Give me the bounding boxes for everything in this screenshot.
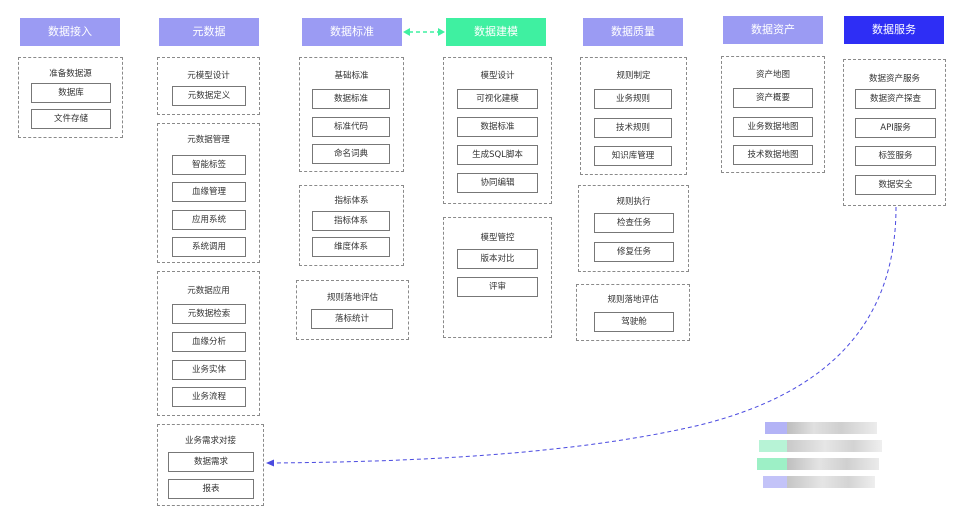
item-smart-tag[interactable]: 智能标签 xyxy=(172,155,246,175)
header-data-standard[interactable]: 数据标准 xyxy=(302,18,402,46)
item-data-asset-exploration[interactable]: 数据资产探查 xyxy=(855,89,936,109)
group-title: 规则落地评估 xyxy=(607,295,659,305)
item-business-entity[interactable]: 业务实体 xyxy=(172,360,246,380)
header-metadata[interactable]: 元数据 xyxy=(159,18,259,46)
item-dimension-system[interactable]: 维度体系 xyxy=(312,237,390,257)
item-cockpit[interactable]: 驾驶舱 xyxy=(594,312,674,332)
service-to-requirement-connector xyxy=(266,206,897,467)
item-metadata-search[interactable]: 元数据检索 xyxy=(172,304,246,324)
item-technical-rule[interactable]: 技术规则 xyxy=(594,118,672,138)
item-asset-overview[interactable]: 资产概要 xyxy=(733,88,813,108)
standard-modeling-connector xyxy=(403,28,445,36)
group-model-design: 模型设计 可视化建模 数据标准 生成SQL脚本 协同编辑 xyxy=(443,57,552,204)
item-naming-dictionary[interactable]: 命名词典 xyxy=(312,144,390,164)
item-tag-service[interactable]: 标签服务 xyxy=(855,146,936,166)
group-title: 规则落地评估 xyxy=(326,293,378,303)
group-metadata-application: 元数据应用 元数据检索 血缘分析 业务实体 业务流程 xyxy=(157,271,260,416)
group-rule-execution: 规则执行 检查任务 修复任务 xyxy=(578,185,689,272)
item-database[interactable]: 数据库 xyxy=(31,83,111,103)
group-title: 元数据应用 xyxy=(187,286,230,296)
item-application-system[interactable]: 应用系统 xyxy=(172,210,246,230)
group-title: 准备数据源 xyxy=(49,69,92,79)
group-data-asset-service: 数据资产服务 数据资产探查 API服务 标签服务 数据安全 xyxy=(843,59,946,206)
item-lineage-management[interactable]: 血缘管理 xyxy=(172,182,246,202)
group-title: 元模型设计 xyxy=(187,71,230,81)
group-rule-formulation: 规则制定 业务规则 技术规则 知识库管理 xyxy=(580,57,687,175)
item-system-call[interactable]: 系统调用 xyxy=(172,237,246,257)
group-metadata-management: 元数据管理 智能标签 血缘管理 应用系统 系统调用 xyxy=(157,123,260,263)
group-business-requirement: 业务需求对接 数据需求 报表 xyxy=(157,424,264,506)
header-data-modeling[interactable]: 数据建模 xyxy=(446,18,546,46)
item-check-task[interactable]: 检查任务 xyxy=(594,213,674,233)
group-title: 规则执行 xyxy=(616,197,651,207)
group-title: 资产地图 xyxy=(755,70,790,80)
blurred-logo xyxy=(757,414,882,494)
item-file-storage[interactable]: 文件存储 xyxy=(31,109,111,129)
item-business-rule[interactable]: 业务规则 xyxy=(594,89,672,109)
group-quality-rule-evaluation: 规则落地评估 驾驶舱 xyxy=(576,284,690,341)
group-indicator-system: 指标体系 指标体系 维度体系 xyxy=(299,185,404,266)
group-basic-standard: 基础标准 数据标准 标准代码 命名词典 xyxy=(299,57,404,172)
item-standard-statistics[interactable]: 落标统计 xyxy=(311,309,393,329)
item-lineage-analysis[interactable]: 血缘分析 xyxy=(172,332,246,352)
item-generate-sql-script[interactable]: 生成SQL脚本 xyxy=(457,145,538,165)
item-repair-task[interactable]: 修复任务 xyxy=(594,242,674,262)
item-business-process[interactable]: 业务流程 xyxy=(172,387,246,407)
group-meta-model-design: 元模型设计 元数据定义 xyxy=(157,57,260,115)
group-title: 模型管控 xyxy=(480,233,515,243)
header-data-service[interactable]: 数据服务 xyxy=(844,16,944,44)
group-model-control: 模型管控 版本对比 评审 xyxy=(443,217,552,338)
item-review[interactable]: 评审 xyxy=(457,277,538,297)
group-title: 元数据管理 xyxy=(187,135,230,145)
group-title: 指标体系 xyxy=(334,196,369,206)
item-indicator-system[interactable]: 指标体系 xyxy=(312,211,390,231)
group-title: 基础标准 xyxy=(334,71,369,81)
item-visual-modeling[interactable]: 可视化建模 xyxy=(457,89,538,109)
group-title: 数据资产服务 xyxy=(868,74,920,84)
item-data-security[interactable]: 数据安全 xyxy=(855,175,936,195)
header-data-quality[interactable]: 数据质量 xyxy=(583,18,683,46)
item-version-compare[interactable]: 版本对比 xyxy=(457,249,538,269)
group-rule-evaluation: 规则落地评估 落标统计 xyxy=(296,280,409,340)
group-prepare-datasource: 准备数据源 数据库 文件存储 xyxy=(18,57,123,138)
item-data-requirement[interactable]: 数据需求 xyxy=(168,452,254,472)
item-modeling-data-standard[interactable]: 数据标准 xyxy=(457,117,538,137)
item-knowledge-base[interactable]: 知识库管理 xyxy=(594,146,672,166)
item-collaborative-editing[interactable]: 协同编辑 xyxy=(457,173,538,193)
item-report[interactable]: 报表 xyxy=(168,479,254,499)
item-data-standard[interactable]: 数据标准 xyxy=(312,89,390,109)
group-asset-map: 资产地图 资产概要 业务数据地图 技术数据地图 xyxy=(721,56,825,173)
group-title: 规则制定 xyxy=(616,71,651,81)
group-title: 模型设计 xyxy=(480,71,515,81)
item-api-service[interactable]: API服务 xyxy=(855,118,936,138)
item-standard-code[interactable]: 标准代码 xyxy=(312,117,390,137)
item-business-data-map[interactable]: 业务数据地图 xyxy=(733,117,813,137)
header-data-access[interactable]: 数据接入 xyxy=(20,18,120,46)
group-title: 业务需求对接 xyxy=(184,436,236,446)
item-technical-data-map[interactable]: 技术数据地图 xyxy=(733,145,813,165)
item-metadata-definition[interactable]: 元数据定义 xyxy=(172,86,246,106)
header-data-asset[interactable]: 数据资产 xyxy=(723,16,823,44)
